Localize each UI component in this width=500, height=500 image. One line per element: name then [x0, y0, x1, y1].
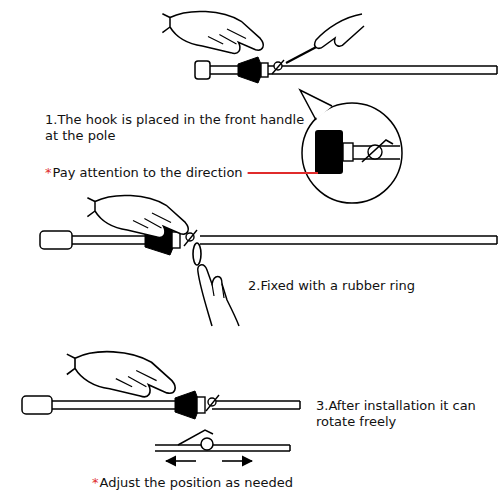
hand	[87, 195, 188, 237]
zoom-callout	[300, 90, 402, 203]
fishing-rod	[40, 231, 497, 249]
fishing-rod	[268, 66, 497, 74]
hand	[87, 195, 188, 237]
zoom-callout	[343, 143, 353, 161]
zoom-callout	[362, 140, 393, 162]
fishing-rod	[210, 66, 238, 74]
label-box: Pay attention to the direction	[53, 162, 243, 181]
hand	[67, 352, 175, 397]
note-marker: *	[92, 475, 99, 491]
hook	[206, 395, 219, 411]
fishing-rod	[212, 401, 300, 409]
instruction-text: Pay attention to the direction	[53, 165, 243, 181]
rod-handle	[197, 397, 205, 413]
hand-pulling-ring	[198, 265, 239, 326]
hook	[272, 60, 284, 74]
instruction-text: 2.Fixed with a rubber ring	[248, 278, 415, 294]
fishing-rod	[52, 401, 175, 409]
rubber-ring	[193, 243, 201, 265]
fishing-rod	[72, 236, 145, 244]
move-arrows	[166, 460, 252, 462]
fishing-rod	[195, 61, 210, 79]
instruction-text: 1.The hook is placed in the front handle…	[45, 112, 307, 144]
zoom-callout	[368, 145, 382, 159]
fishing-rod	[40, 231, 72, 249]
hook-detail	[155, 430, 290, 451]
label-box: Adjust the position as needed	[100, 472, 293, 491]
rod-handle	[175, 391, 199, 419]
rod-handle	[175, 391, 205, 419]
rubber-ring	[193, 243, 201, 265]
hand-with-tool	[286, 14, 364, 63]
hand	[162, 11, 263, 53]
label-box: *	[45, 162, 52, 181]
zoom-callout	[300, 90, 332, 120]
instruction-text: Adjust the position as needed	[100, 475, 293, 491]
hook-detail	[155, 445, 290, 451]
label-box: 2.Fixed with a rubber ring	[248, 275, 415, 294]
label-box: *	[92, 472, 99, 491]
fishing-rod	[22, 396, 300, 414]
rod-handle	[238, 57, 268, 83]
fishing-rod	[200, 236, 497, 244]
rod-handle	[172, 232, 180, 248]
fishing-rod	[22, 396, 52, 414]
rod-handle	[261, 63, 268, 77]
zoom-callout	[300, 90, 331, 119]
hook	[206, 395, 219, 411]
instruction-text: 3.After installation it can rotate freel…	[316, 398, 494, 430]
hook-detail	[201, 438, 213, 450]
hook	[272, 60, 284, 74]
hand	[67, 352, 175, 397]
move-arrows	[222, 460, 252, 462]
hand-with-tool	[315, 14, 364, 48]
note-marker: *	[45, 165, 52, 181]
hand-pulling-ring	[212, 284, 224, 298]
hand	[162, 11, 263, 53]
hand-pulling-ring	[198, 265, 239, 326]
rod-handle	[238, 57, 262, 83]
label-box: 3.After installation it can rotate freel…	[316, 398, 494, 430]
zoom-callout	[315, 130, 343, 174]
move-arrows	[166, 460, 196, 462]
label-box: 1.The hook is placed in the front handle…	[45, 112, 307, 144]
red-leader-line	[248, 172, 318, 174]
